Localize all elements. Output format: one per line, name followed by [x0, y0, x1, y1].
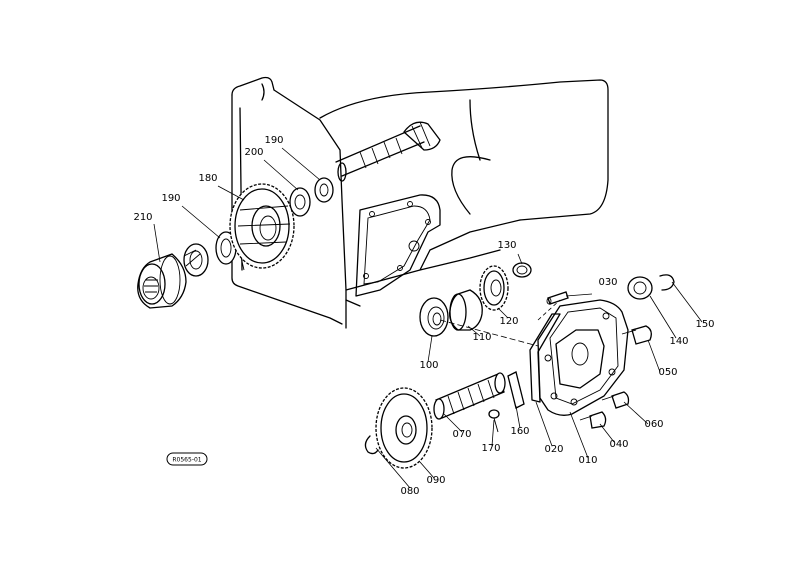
leader-lines: [153, 147, 703, 489]
part-label-p130: 130: [497, 240, 516, 251]
part-label-p110: 110: [472, 332, 491, 343]
part-030-dowel-pin: [546, 291, 569, 305]
part-140-bearing: [627, 276, 653, 300]
part-label-p190a: 190: [264, 135, 283, 146]
part-050-bolt: [621, 325, 652, 345]
part-060-bolt: [601, 391, 630, 409]
part-040-bolt: [579, 411, 607, 429]
part-190-bearing-left: [183, 243, 209, 277]
part-label-p060: 060: [644, 419, 663, 430]
part-label-p150: 150: [695, 319, 714, 330]
part-180-gear: [229, 183, 295, 269]
part-150-snap-ring: [659, 274, 675, 291]
part-090-gear: [375, 387, 433, 469]
drawing-code-text: R0565-01: [172, 457, 201, 464]
part-080-snap-ring: [364, 435, 379, 455]
part-label-p120: 120: [499, 316, 518, 327]
part-120-gear: [479, 265, 509, 311]
part-label-p020: 020: [544, 444, 563, 455]
part-label-p090: 090: [426, 475, 445, 486]
part-100-bearing: [419, 297, 449, 337]
part-070-spline-shaft: [433, 372, 506, 420]
part-label-p100: 100: [419, 360, 438, 371]
part-label-p050: 050: [658, 367, 677, 378]
part-160-lock-plate: [507, 371, 525, 409]
part-label-p200: 200: [244, 147, 263, 158]
part-label-p070: 070: [452, 429, 471, 440]
part-label-p080: 080: [400, 486, 419, 497]
part-label-p030: 030: [598, 277, 617, 288]
part-label-p190b: 190: [161, 193, 180, 204]
transmission-housing: [231, 76, 609, 329]
part-number-labels: 030 050 060 040 010 020 160 170 070 090 080 100 110 1…: [133, 135, 714, 497]
part-label-p140: 140: [669, 336, 688, 347]
part-label-p010: 010: [578, 455, 597, 466]
drawing-code-badge: R0565-01: [166, 452, 208, 466]
part-190-ring-top: [314, 177, 334, 203]
part-200-bearing: [289, 187, 311, 217]
part-210-coupling-hub: [137, 253, 187, 309]
part-010-cover: [529, 299, 629, 416]
part-110-sleeve: [449, 289, 483, 331]
part-label-p040: 040: [609, 439, 628, 450]
part-170-bolt: [488, 409, 500, 433]
part-label-p210: 210: [133, 212, 152, 223]
part-label-p160: 160: [510, 426, 529, 437]
part-label-p170: 170: [481, 443, 500, 454]
part-130-ring: [512, 262, 532, 278]
part-label-p180: 180: [198, 173, 217, 184]
